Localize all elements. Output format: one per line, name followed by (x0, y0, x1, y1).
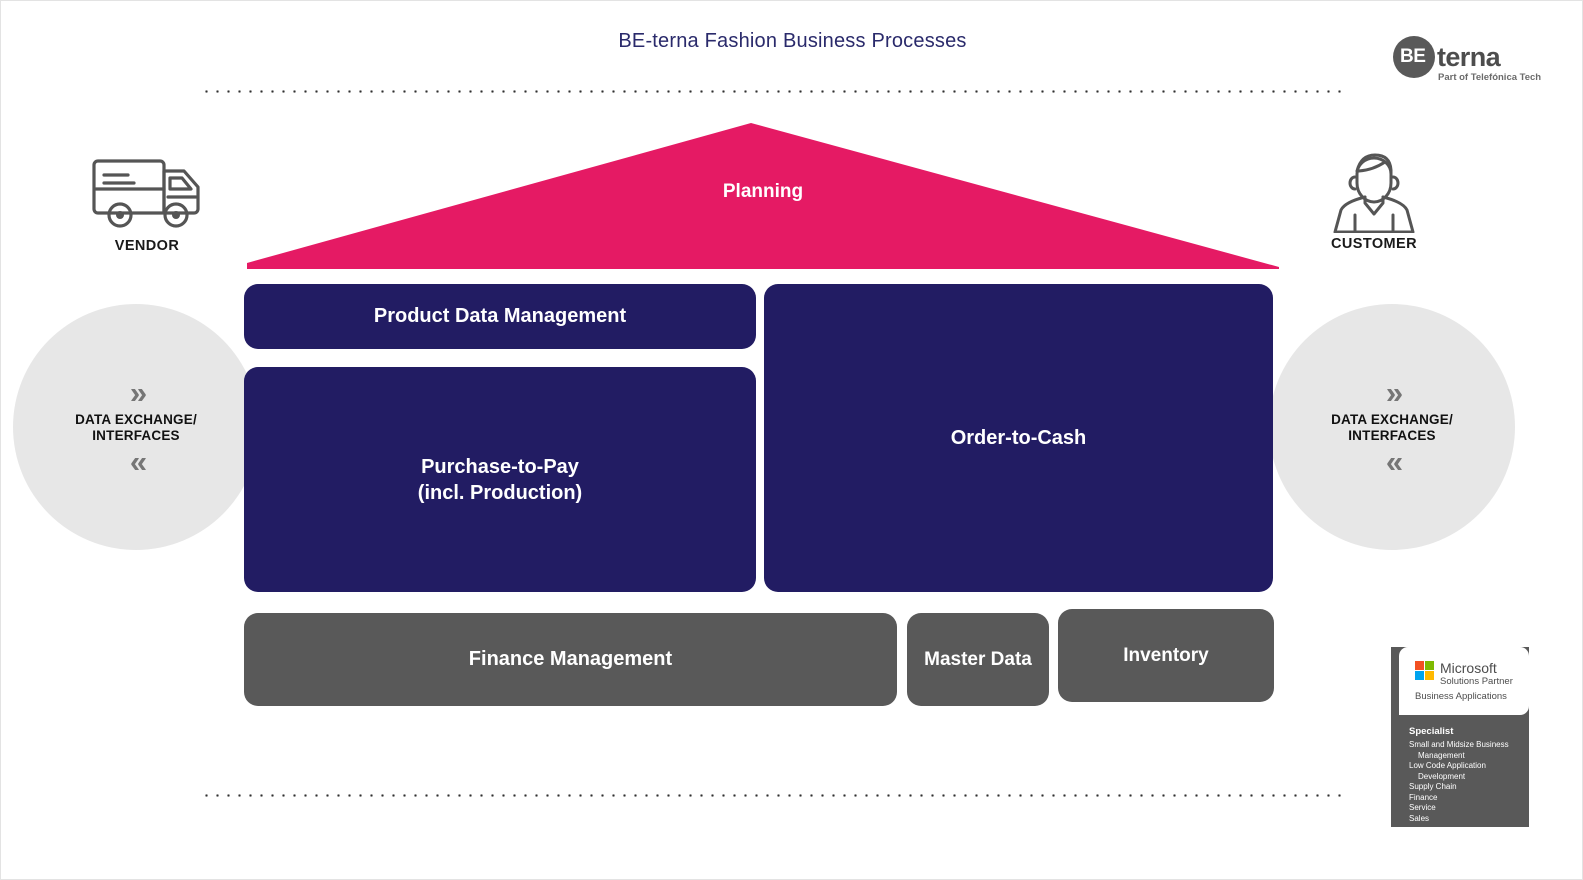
data-exchange-label-right-line2: INTERFACES (1348, 428, 1436, 443)
beterna-logo-tagline: Part of Telefónica Tech (1438, 72, 1542, 83)
pillar-order-to-cash[interactable]: Order-to-Cash (764, 284, 1273, 592)
chevron-double-left-icon: « (129, 444, 147, 479)
chevron-double-right-icon: » (129, 375, 147, 410)
dotted-divider-bottom (201, 794, 1346, 797)
microsoft-logo-icon (1415, 661, 1434, 680)
pillar-purchase-to-pay-line2: (incl. Production) (417, 481, 583, 504)
ms-specialist-item: Service (1409, 803, 1436, 812)
actor-vendor: VENDOR (67, 149, 227, 254)
ms-specialist-item: Low Code Application (1409, 761, 1486, 770)
page-title: BE-terna Fashion Business Processes (618, 30, 967, 52)
ms-badge-subtitle: Solutions Partner (1440, 676, 1513, 687)
foundation-inventory-label: Inventory (1123, 644, 1209, 666)
ms-specialist-item: Small and Midsize Business (1409, 740, 1509, 749)
person-bust-icon (1294, 147, 1454, 234)
pillar-product-data-management[interactable]: Product Data Management (244, 284, 756, 349)
ms-badge-header: Microsoft Solutions Partner Business App… (1399, 647, 1529, 715)
ms-specialist-item: Supply Chain (1409, 782, 1457, 791)
ms-badge-specialist-title: Specialist (1409, 726, 1454, 737)
data-exchange-label-right-line1: DATA EXCHANGE/ (1331, 412, 1453, 427)
ms-badge-name: Microsoft (1440, 660, 1497, 676)
roof-triangle (247, 123, 1279, 269)
beterna-logo-word: terna (1437, 42, 1501, 72)
actor-customer: CUSTOMER (1294, 147, 1454, 252)
dotted-divider-top (201, 90, 1346, 93)
chevron-double-right-icon: » (1385, 375, 1403, 410)
pillar-purchase-to-pay-line1: Purchase-to-Pay (421, 455, 579, 478)
pillar-order-to-cash-label: Order-to-Cash (950, 426, 1087, 449)
beterna-logo: BE terna Part of Telefónica Tech (1393, 34, 1542, 83)
data-exchange-label-left-line2: INTERFACES (92, 428, 180, 443)
foundation-master-data-label: Master Data (924, 648, 1032, 670)
roof-planning-label: Planning (722, 181, 804, 202)
foundation-inventory[interactable]: Inventory (1058, 609, 1274, 702)
ms-specialist-item: Management (1418, 750, 1465, 760)
data-exchange-label-left-line1: DATA EXCHANGE/ (75, 412, 197, 427)
actor-vendor-label: VENDOR (114, 238, 180, 254)
microsoft-solutions-partner-badge: Microsoft Solutions Partner Business App… (1391, 647, 1529, 827)
pillar-purchase-to-pay[interactable]: Purchase-to-Pay (incl. Production) (244, 367, 756, 592)
data-exchange-label-right: DATA EXCHANGE/ INTERFACES (1331, 412, 1453, 444)
ms-specialist-item: Development (1418, 771, 1466, 781)
data-exchange-circle-left: » DATA EXCHANGE/ INTERFACES « (13, 304, 259, 550)
ms-badge-specialist-list: Small and Midsize Business Management Lo… (1409, 740, 1525, 824)
actor-customer-label: CUSTOMER (1331, 236, 1417, 252)
ms-specialist-item: Sales (1409, 813, 1430, 823)
ms-logo-row: Microsoft Solutions Partner (1415, 661, 1513, 688)
foundation-master-data[interactable]: Master Data (907, 613, 1049, 706)
pillar-product-data-management-label: Product Data Management (373, 305, 627, 327)
data-exchange-circle-right: » DATA EXCHANGE/ INTERFACES « (1269, 304, 1515, 550)
chevron-double-left-icon: « (1385, 444, 1403, 479)
delivery-truck-icon (67, 149, 227, 235)
data-exchange-label-left: DATA EXCHANGE/ INTERFACES (75, 412, 197, 444)
beterna-logo-circle (1393, 36, 1435, 78)
roof-planning: Planning (244, 123, 1282, 271)
ms-badge-category: Business Applications (1415, 691, 1507, 702)
ms-specialist-item: Finance (1409, 792, 1438, 802)
foundation-finance-management-label: Finance Management (468, 648, 673, 670)
foundation-finance-management[interactable]: Finance Management (244, 613, 897, 706)
beterna-logo-mark: BE (1400, 46, 1426, 67)
